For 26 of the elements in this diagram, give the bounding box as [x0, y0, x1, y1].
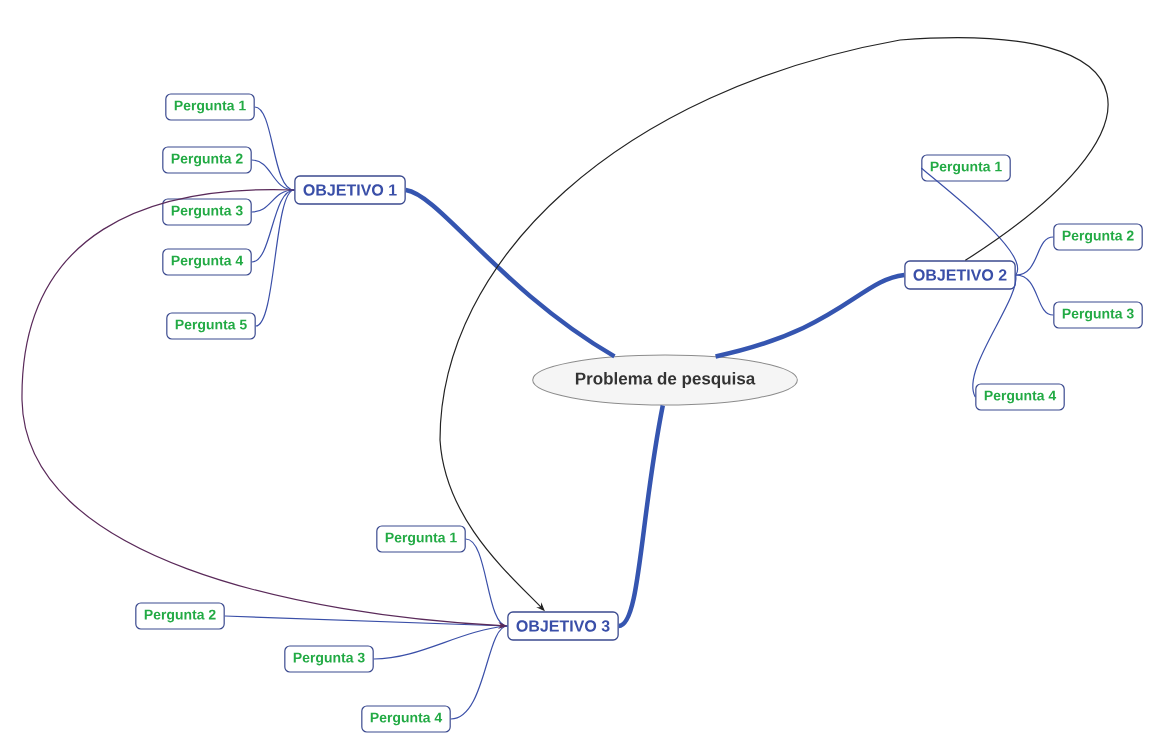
question-box: Pergunta 1 — [921, 154, 1011, 182]
question-box: Pergunta 1 — [165, 93, 255, 121]
objective-box: OBJETIVO 1 — [294, 175, 406, 205]
connector-line — [920, 167, 1019, 276]
branch-line — [715, 272, 905, 359]
question-box: Pergunta 4 — [975, 383, 1065, 411]
question-box: Pergunta 4 — [361, 705, 451, 733]
branch-line — [405, 187, 616, 359]
connector-line — [972, 274, 1017, 398]
question-box: Pergunta 1 — [376, 525, 466, 553]
question-box: Pergunta 5 — [166, 312, 256, 340]
question-box: Pergunta 4 — [162, 248, 252, 276]
question-box: Pergunta 3 — [284, 645, 374, 673]
connector-line — [373, 625, 508, 660]
connector-line — [1015, 236, 1054, 276]
connector-line — [450, 625, 508, 720]
objective-box: OBJETIVO 3 — [507, 611, 619, 641]
question-box: Pergunta 2 — [1053, 223, 1143, 251]
question-box: Pergunta 2 — [162, 146, 252, 174]
question-box: Pergunta 2 — [135, 602, 225, 630]
question-box: Pergunta 3 — [162, 198, 252, 226]
connector-line — [1015, 274, 1054, 316]
branch-line — [617, 405, 665, 629]
connector-line — [255, 189, 295, 327]
question-box: Pergunta 3 — [1053, 301, 1143, 329]
objective-box: OBJETIVO 2 — [904, 260, 1016, 290]
